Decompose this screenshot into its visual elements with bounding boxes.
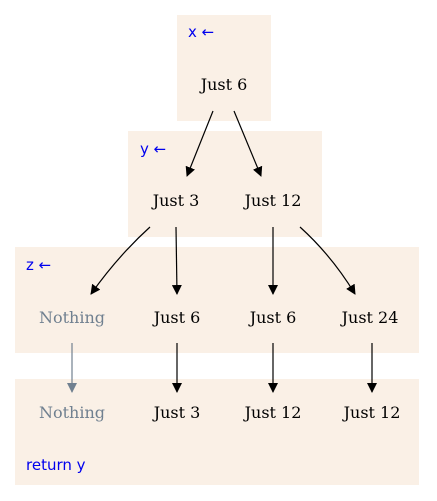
z-node-just-6-a: Just 6 (153, 308, 201, 327)
result-node-nothing: Nothing (38, 403, 106, 422)
y-node-just-3: Just 3 (152, 191, 200, 210)
y-binder-label: y ← (140, 140, 167, 158)
result-node-just-12-a: Just 12 (244, 403, 302, 422)
z-node-just-6-b: Just 6 (249, 308, 297, 327)
edge-x-to-y-just12 (233, 110, 263, 177)
edge-y-just12-to-z-just24 (299, 226, 356, 295)
z-node-nothing: Nothing (38, 308, 106, 327)
y-panel (128, 131, 322, 237)
x-binder-label: x ← (188, 23, 215, 41)
result-node-just-12-b: Just 12 (343, 403, 401, 422)
edge-x-to-y-just3 (185, 110, 214, 177)
edge-y-just3-to-z-nothing (90, 226, 151, 295)
x-panel (177, 15, 271, 121)
z-panel (15, 247, 419, 353)
z-binder-label: z ← (26, 256, 52, 274)
result-node-just-3: Just 3 (153, 403, 201, 422)
y-node-just-12: Just 12 (244, 191, 302, 210)
result-panel (15, 379, 419, 485)
edge-y-just3-to-z-just6 (171, 226, 182, 295)
return-label: return y (26, 456, 86, 474)
x-node-just-6: Just 6 (200, 75, 248, 94)
z-node-just-24: Just 24 (341, 308, 399, 327)
